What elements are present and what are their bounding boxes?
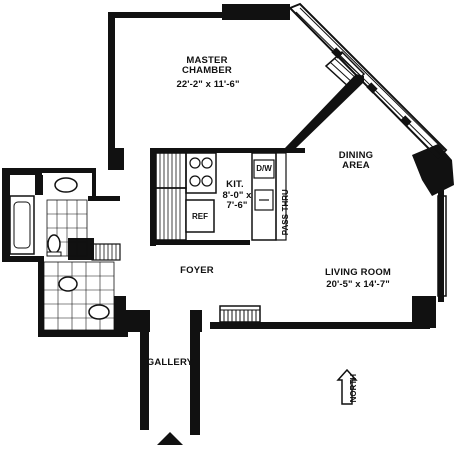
inner-window [324, 50, 366, 90]
kitchen-sink [254, 189, 274, 211]
kitchen-counter-hatch [159, 153, 181, 240]
kitchen-name: KIT. [226, 179, 244, 190]
north-arrow-icon [336, 368, 358, 405]
living-room-name: LIVING ROOM [324, 267, 392, 278]
foyer-name: FOYER [180, 265, 214, 276]
pass-thru-counter [275, 152, 287, 241]
living-room-dims: 20'-5" x 14'-7" [326, 279, 390, 290]
entry-arrow-icon [157, 432, 183, 445]
north-label: NORTH [348, 373, 358, 403]
dining-area-name-line1: DINING [338, 150, 374, 161]
bath-upper [9, 177, 88, 257]
closet-hatch [91, 243, 121, 261]
kitchen-dims: 8'-0" x 7'-6" [214, 191, 260, 211]
right-window [437, 195, 447, 297]
master-chamber-name-line1: MASTER [186, 55, 228, 66]
refrigerator [185, 199, 215, 233]
dining-area-name: DINING AREA [326, 151, 386, 171]
kitchen-dims-line2: 7'-6" [226, 199, 248, 211]
diagonal-window [288, 2, 448, 160]
pass-thru-label: PASS-THRU [280, 189, 290, 236]
walls [2, 4, 454, 435]
gallery-name: GALLERY [146, 357, 194, 368]
dishwasher-label: D/W [256, 164, 272, 173]
living-window-hatch [223, 310, 257, 322]
dishwasher [253, 159, 275, 179]
bath-lower [43, 261, 115, 331]
master-chamber-name: MASTER CHAMBER [172, 56, 242, 76]
stove-burners [189, 157, 213, 187]
kitchen-dims-line1: 8'-0" x [222, 190, 252, 201]
master-chamber-dims: 22'-2" x 11'-6" [176, 79, 240, 90]
refrigerator-label: REF [192, 212, 208, 221]
dining-area-name-line2: AREA [342, 159, 370, 171]
master-chamber-name-line2: CHAMBER [182, 64, 232, 76]
